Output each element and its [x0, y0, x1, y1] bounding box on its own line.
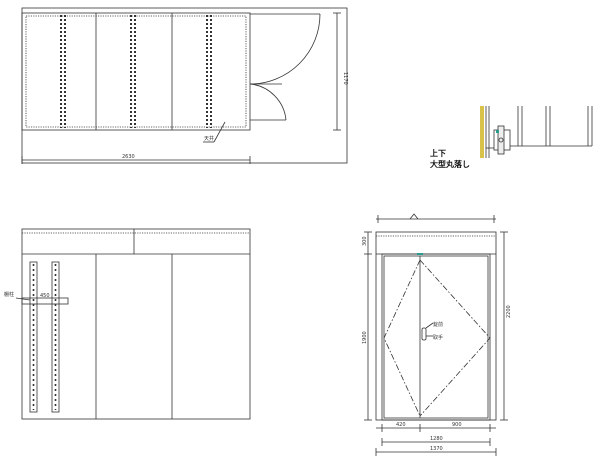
side-shelf-bracket [21, 297, 69, 305]
front-door-handle [421, 327, 427, 341]
plan-depth-dim: 1170 [342, 72, 348, 85]
front-teal-mark [417, 253, 423, 255]
side-outer [21, 228, 251, 420]
front-handle-label: 取手 [433, 334, 443, 341]
detail-label-line1: 上下 [430, 148, 446, 158]
front-left-panel-dim: 420 [396, 422, 406, 428]
plan-width-dim: 2630 [122, 154, 135, 160]
front-overall-width-dim: 1370 [430, 446, 443, 452]
detail-yellow-strip [480, 106, 484, 158]
front-door-swing [383, 259, 491, 417]
plan-door-swing [249, 13, 321, 121]
front-latch-label: 錠前 [433, 321, 443, 328]
detail-teal-mark [496, 130, 499, 133]
side-callout-label: 棚柱 [4, 291, 14, 298]
detail-label-line2: 大型丸落し [430, 159, 470, 169]
side-elevation [15, 228, 251, 420]
plan-callout-leader [213, 121, 226, 143]
front-door-opening [381, 253, 491, 421]
plan-unit-outline [21, 12, 251, 131]
front-overall-height-dim: 2200 [506, 305, 512, 318]
side-shelf-post-1 [29, 261, 38, 413]
side-small-dim: 450 [40, 293, 50, 299]
side-shelf-post-2 [51, 261, 60, 413]
front-door-dim: 900 [452, 422, 462, 428]
plan-view [21, 7, 348, 164]
plan-callout-label: 天井 [204, 135, 214, 142]
plan-outer-frame [21, 7, 348, 164]
front-top-dim: 300 [362, 236, 368, 246]
front-height-dim: 1900 [362, 331, 368, 344]
plan-shelf-posts [60, 15, 212, 128]
front-opening-dim: 1280 [430, 436, 443, 442]
front-elevation [364, 213, 508, 456]
detail-view [480, 106, 593, 158]
